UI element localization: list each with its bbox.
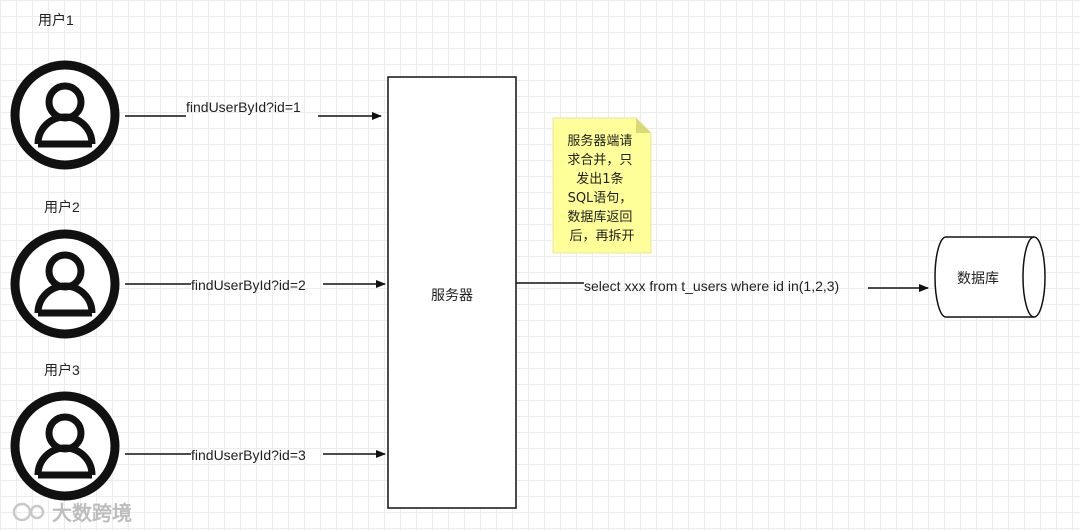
server: 服务器 (387, 76, 517, 509)
note-line-4: SQL语句， (568, 191, 633, 206)
user-1: 用户1 findUserById?id=1 (10, 12, 382, 170)
watermark-text: 大数跨境 (52, 501, 132, 525)
user-1-request-label: findUserById?id=1 (186, 99, 301, 115)
user-1-label: 用户1 (38, 12, 74, 28)
watermark-logo-icon (12, 502, 45, 522)
watermark: 大数跨境 (12, 501, 132, 525)
note-line-3: 发出1条 (576, 171, 623, 187)
note-body (552, 117, 652, 254)
note-line-1: 服务器端请 (567, 133, 632, 149)
user-2-label: 用户2 (44, 199, 80, 215)
user-2: 用户2 findUserById?id=2 (10, 199, 386, 339)
note-fold (636, 118, 651, 133)
user-3-label: 用户3 (44, 362, 80, 378)
database-cylinder-edge (1022, 236, 1035, 318)
database: 数据库 (934, 236, 1046, 318)
note: 服务器端请 求合并，只 发出1条 SQL语句， 数据库返回 后，再拆开 (552, 117, 652, 254)
user-2-request-label: findUserById?id=2 (191, 277, 306, 293)
note-line-6: 后，再拆开 (569, 229, 634, 244)
note-text: 服务器端请 求合并，只 发出1条 SQL语句， 数据库返回 后，再拆开 (567, 133, 636, 244)
user-1-icon (10, 60, 120, 170)
note-line-5: 数据库返回 (567, 209, 632, 225)
user-3: 用户3 findUserById?id=3 (10, 362, 386, 501)
server-box (387, 76, 517, 509)
note-line-2: 求合并，只 (567, 153, 632, 168)
user-3-icon (10, 391, 120, 501)
user-2-icon (10, 229, 120, 339)
database-label: 数据库 (957, 270, 999, 286)
server-label: 服务器 (431, 287, 473, 303)
sql-connection: select xxx from t_users where id in(1,2,… (516, 278, 929, 294)
user-3-request-label: findUserById?id=3 (191, 447, 306, 463)
sql-label: select xxx from t_users where id in(1,2,… (584, 278, 839, 294)
